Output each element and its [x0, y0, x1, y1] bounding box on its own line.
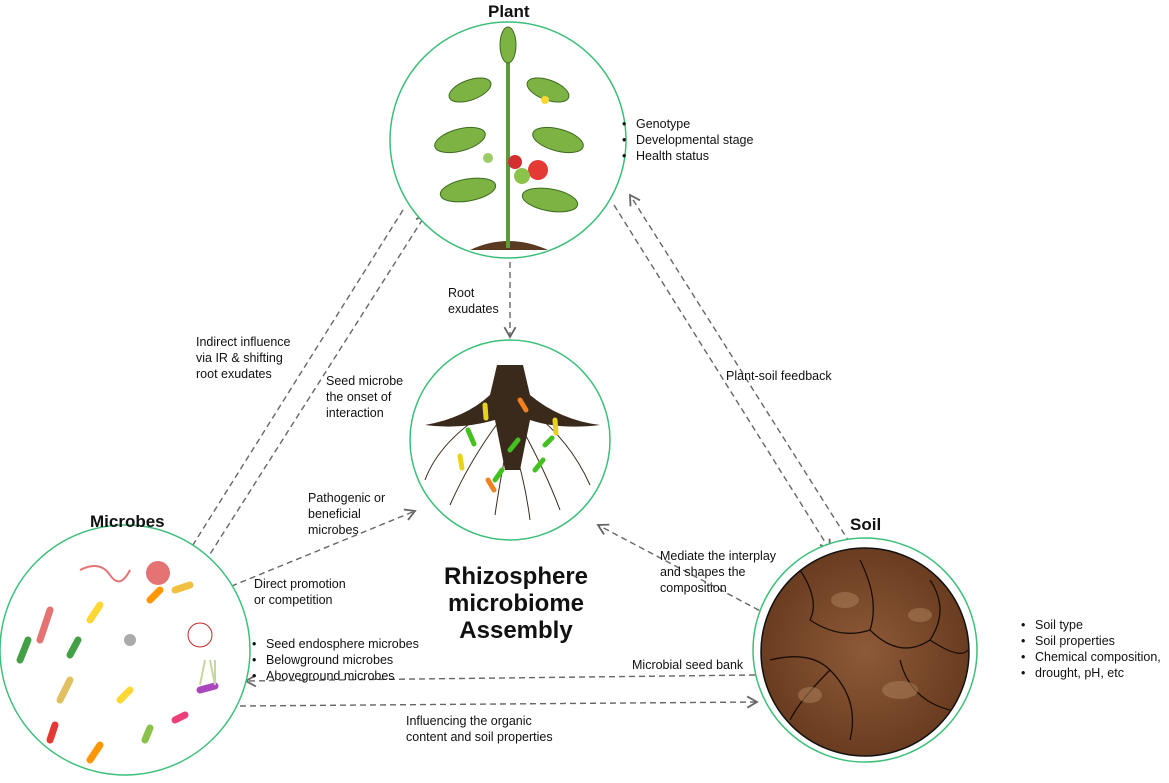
rhizosphere-node: [409, 339, 611, 541]
center-title-line: Assembly: [459, 617, 573, 644]
soil-title: Soil: [850, 515, 882, 534]
soil-factor: drought, pH, etc: [1019, 665, 1161, 681]
microbes-factor: Seed endosphere microbes: [250, 636, 419, 652]
label-line: Influencing the organic: [406, 714, 532, 728]
label-indirect-influence: Indirect influence via IR & shifting roo…: [196, 334, 291, 382]
arrow-influencing: [239, 695, 759, 709]
microbes-factor: Belowground microbes: [250, 652, 419, 668]
label-root-exudates: Root exudates: [448, 285, 499, 317]
arrow-pathogenic: [221, 508, 417, 591]
center-title: Rhizosphere microbiome Assembly: [416, 563, 616, 644]
label-line: composition: [660, 581, 727, 595]
soil-factor: Chemical composition,: [1019, 649, 1161, 665]
soil-factor: Soil type: [1019, 617, 1161, 633]
label-seed-bank: Microbial seed bank: [632, 658, 744, 672]
label-seed-microbe: Seed microbe the onset of interaction: [326, 373, 403, 421]
label-line: exudates: [448, 302, 499, 316]
label-influencing: Influencing the organic content and soil…: [406, 713, 553, 745]
plant-factor: Genotype: [620, 116, 753, 132]
label-line: content and soil properties: [406, 730, 553, 744]
plant-factor: Developmental stage: [620, 132, 753, 148]
microbes-title: Microbes: [90, 512, 165, 531]
center-title-line: microbiome: [447, 590, 585, 617]
label-line: via IR & shifting: [196, 351, 283, 365]
label-line: Pathogenic or: [308, 491, 386, 505]
center-title-line: Rhizosphere: [443, 563, 589, 590]
soil-factors: Soil type Soil properties Chemical compo…: [1019, 617, 1161, 681]
label-line: root exudates: [196, 367, 272, 381]
label-line: the onset of: [326, 390, 392, 404]
label-line: and shapes the: [660, 565, 746, 579]
arrow-plant-to-microbes: [185, 209, 404, 558]
arrow-mediate: [596, 523, 769, 616]
arrow-soil-to-plant: [629, 193, 851, 544]
label-line: or competition: [254, 593, 333, 607]
plant-factor: Health status: [620, 148, 753, 164]
soil-node: [752, 537, 978, 763]
label-pathogenic: Pathogenic or beneficial microbes: [308, 490, 385, 538]
label-plant-soil-feedback: Plant-soil feedback: [726, 369, 832, 383]
label-line: interaction: [326, 406, 384, 420]
label-line: Seed microbe: [326, 374, 404, 388]
microbes-factors: Seed endosphere microbes Belowground mic…: [250, 636, 419, 684]
arrow-plant-to-soil: [613, 204, 831, 552]
plant-factors: Genotype Developmental stage Health stat…: [620, 116, 753, 164]
label-line: Direct promotion: [254, 577, 346, 591]
label-line: beneficial: [308, 507, 361, 521]
microbes-node: [0, 524, 251, 776]
label-direct-promotion: Direct promotion or competition: [254, 576, 346, 608]
microbes-factor: Aboveground microbes: [250, 668, 419, 684]
label-mediate: Mediate the interplay and shapes the com…: [660, 548, 776, 596]
plant-node: [389, 21, 627, 259]
arrow-microbes-to-plant: [204, 212, 427, 563]
plant-title: Plant: [488, 2, 530, 21]
label-line: Mediate the interplay: [660, 549, 777, 563]
soil-factor: Soil properties: [1019, 633, 1161, 649]
label-line: Indirect influence: [196, 335, 291, 349]
label-line: Root: [448, 286, 475, 300]
label-line: microbes: [308, 523, 359, 537]
